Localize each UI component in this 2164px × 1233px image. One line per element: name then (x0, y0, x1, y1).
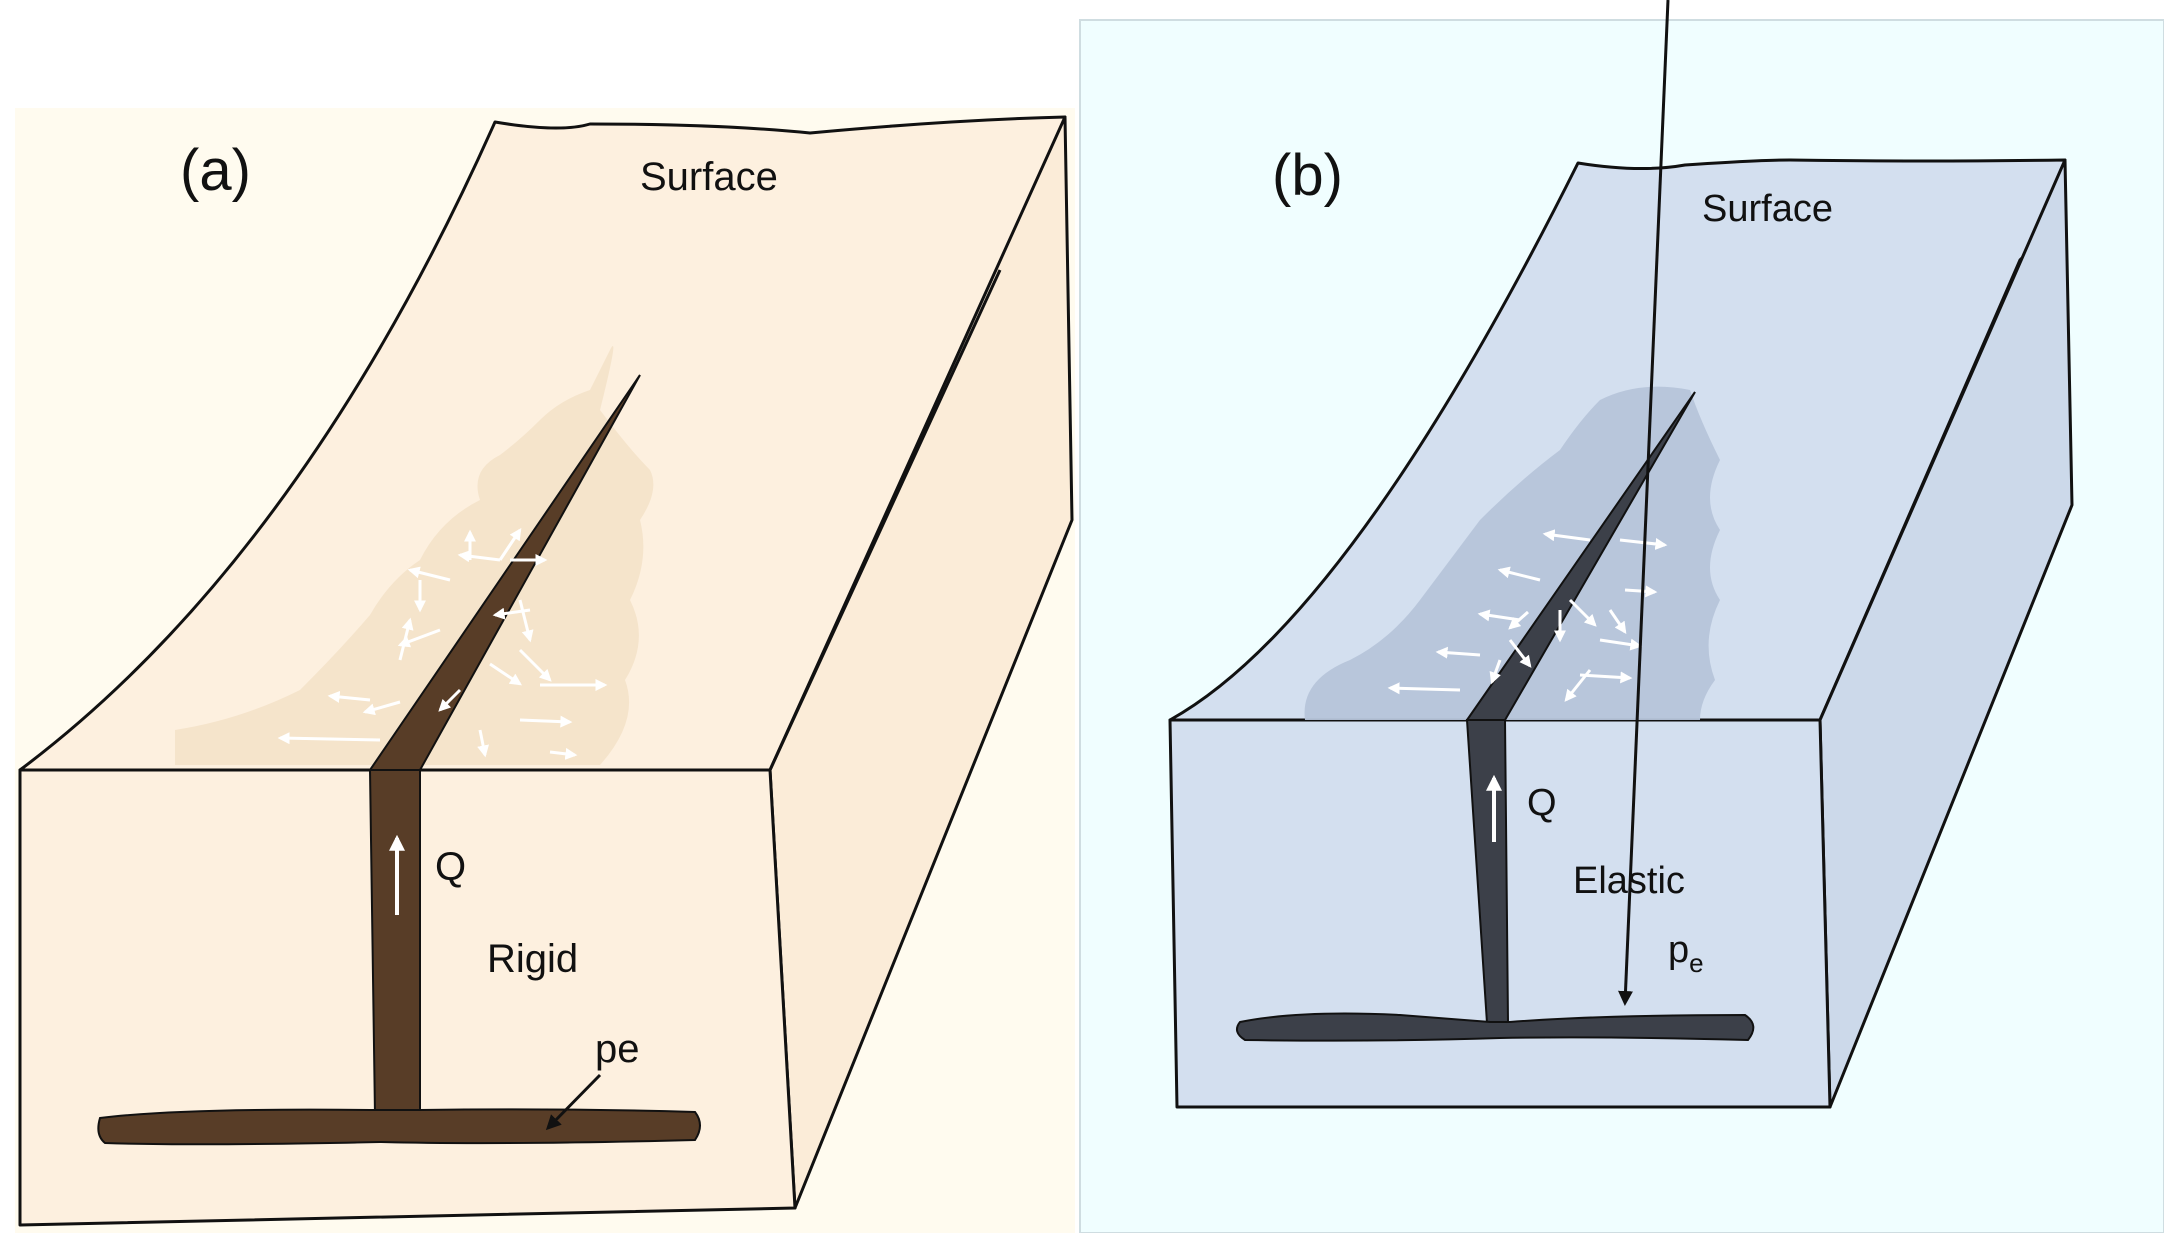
panel-b-halo (1304, 386, 1720, 720)
panel-b: (b) Surface Q Elastic pe (1079, 0, 2164, 1233)
panel-b-sill (1235, 1012, 1755, 1042)
panel-b-pe-label: pe (1668, 929, 1704, 978)
arrow (277, 732, 381, 745)
panel-a-pe-leader-arrow (545, 1073, 602, 1131)
arrow (1608, 609, 1627, 634)
arrow (1619, 537, 1668, 550)
panel-b-pe-leader-arrow (1618, 0, 1670, 1006)
arrow (1489, 659, 1502, 685)
panel-a-dike-vertical (368, 769, 421, 1116)
panel-b-flow-arrows (1387, 529, 1668, 702)
arrow (1497, 566, 1541, 582)
panel-a-pe-label: pe (595, 1027, 640, 1071)
arrow (518, 648, 552, 682)
arrow (1564, 669, 1592, 702)
arrow (1387, 682, 1461, 695)
arrow (519, 715, 573, 728)
arrow (457, 550, 501, 563)
arrow (1508, 610, 1529, 630)
arrow (498, 528, 522, 561)
arrow (518, 599, 534, 643)
arrow (1599, 638, 1643, 651)
arrow (1568, 598, 1597, 627)
arrow (438, 688, 462, 712)
arrow (1579, 671, 1633, 684)
panel-a-side-face (768, 115, 1074, 1210)
panel-a-sill (97, 1108, 701, 1146)
panel-b-label: (b) (1272, 143, 1343, 208)
arrow (489, 662, 522, 686)
panel-a-medium-label: Rigid (487, 937, 578, 981)
panel-a-q-label: Q (435, 845, 466, 889)
panel-a-ridge-edge (768, 269, 1002, 771)
panel-b-surface-label: Surface (1702, 188, 1833, 230)
panel-b-q-label: Q (1527, 782, 1557, 824)
arrow (549, 747, 578, 760)
arrow (1542, 529, 1591, 542)
panel-b-pe-main: p (1668, 929, 1689, 971)
arrow (407, 566, 451, 582)
panel-a-flow-arrows (277, 528, 608, 760)
arrow (1435, 646, 1481, 659)
arrow (397, 628, 441, 648)
arrow (477, 729, 490, 758)
arrow (1624, 585, 1658, 598)
arrow (492, 607, 531, 620)
arrow (327, 690, 371, 703)
panel-a-surface-label: Surface (640, 155, 778, 199)
panel-a: (a) Surface Q Rigid pe (15, 108, 1075, 1233)
panel-b-pe-subscript: e (1689, 948, 1703, 978)
panel-a-label: (a) (180, 138, 251, 203)
panel-a-halo (175, 346, 654, 765)
arrow (1508, 639, 1532, 668)
panel-b-medium-label: Elastic (1573, 860, 1685, 902)
arrow (362, 700, 401, 716)
panel-b-side-face (1818, 158, 2074, 1109)
